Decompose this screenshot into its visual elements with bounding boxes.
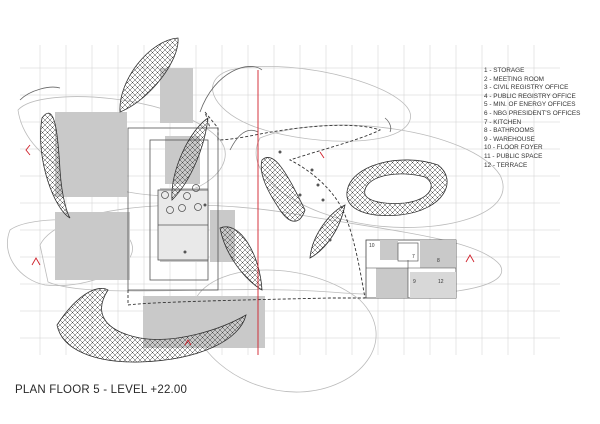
room-label-foyer: 10 (369, 243, 375, 249)
site-details (183, 150, 332, 254)
legend-item: 7 - KITCHEN (484, 118, 522, 126)
legend-item: 2 - MEETING ROOM (484, 75, 545, 83)
legend-item: 8 - BATHROOMS (484, 127, 534, 135)
legend-item: 10 - FLOOR FOYER (484, 144, 543, 152)
legend-item: 1 - STORAGE (484, 67, 525, 74)
legend-item: 6 - NBG PRESIDENT'S OFFICES (484, 109, 581, 117)
legend-item: 12 - TERRACE (484, 161, 528, 169)
sculptural-lines (19, 66, 392, 151)
room-label-warehouse: 9 (413, 279, 416, 285)
central-core (127, 127, 219, 291)
room-label-terrace: 12 (438, 279, 444, 285)
legend-item: 4 - PUBLIC REGISTRY OFFICE (484, 92, 576, 100)
east-office-block: 10 7 8 9 12 (365, 239, 457, 299)
legend-item: 9 - WAREHOUSE (484, 135, 535, 143)
room-legend: 1 - STORAGE 2 - MEETING ROOM 3 - CIVIL R… (484, 67, 580, 170)
glazing-perimeter (127, 111, 382, 306)
section-markers (25, 70, 475, 355)
room-label-bath: 8 (437, 258, 440, 264)
legend-item: 5 - MIN. OF ENERGY OFFICES (484, 101, 576, 109)
courtyard-void (364, 173, 432, 204)
plan-title: PLAN FLOOR 5 - LEVEL +22.00 (15, 384, 188, 396)
legend-item: 11 - PUBLIC SPACE (484, 152, 543, 160)
room-label-kitchen: 7 (412, 254, 415, 260)
legend-item: 3 - CIVIL REGISTRY OFFICE (484, 84, 569, 92)
